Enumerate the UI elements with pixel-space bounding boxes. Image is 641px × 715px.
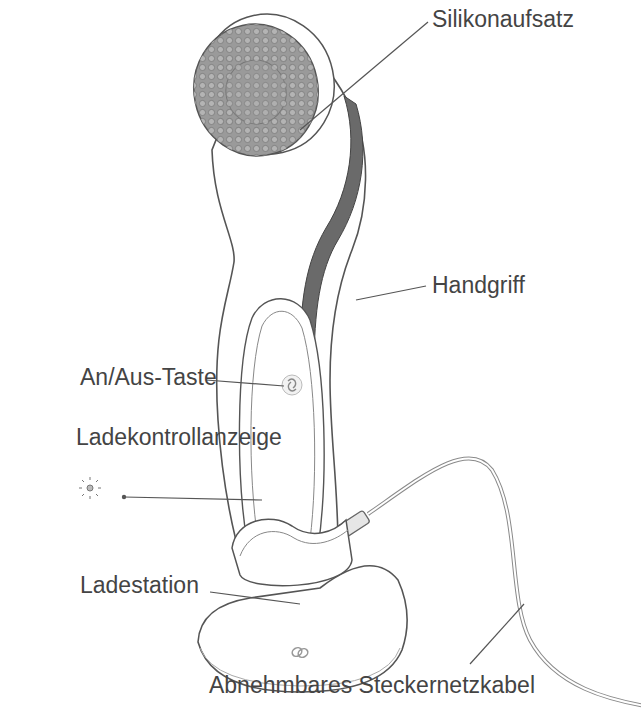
silicone-head (180, 2, 347, 170)
part-label: Ladekontrollanzeige (76, 424, 282, 452)
leader-lines (124, 22, 524, 664)
handle (212, 30, 366, 586)
power-button (282, 375, 302, 395)
part-label: An/Aus-Taste (80, 364, 217, 392)
part-label: Silikonaufsatz (432, 6, 574, 34)
part-label: Handgriff (432, 272, 525, 300)
part-label: Ladestation (80, 572, 199, 600)
charge-light-icon (79, 477, 101, 499)
part-label: Abnehmbares Steckernetzkabel (209, 672, 535, 700)
